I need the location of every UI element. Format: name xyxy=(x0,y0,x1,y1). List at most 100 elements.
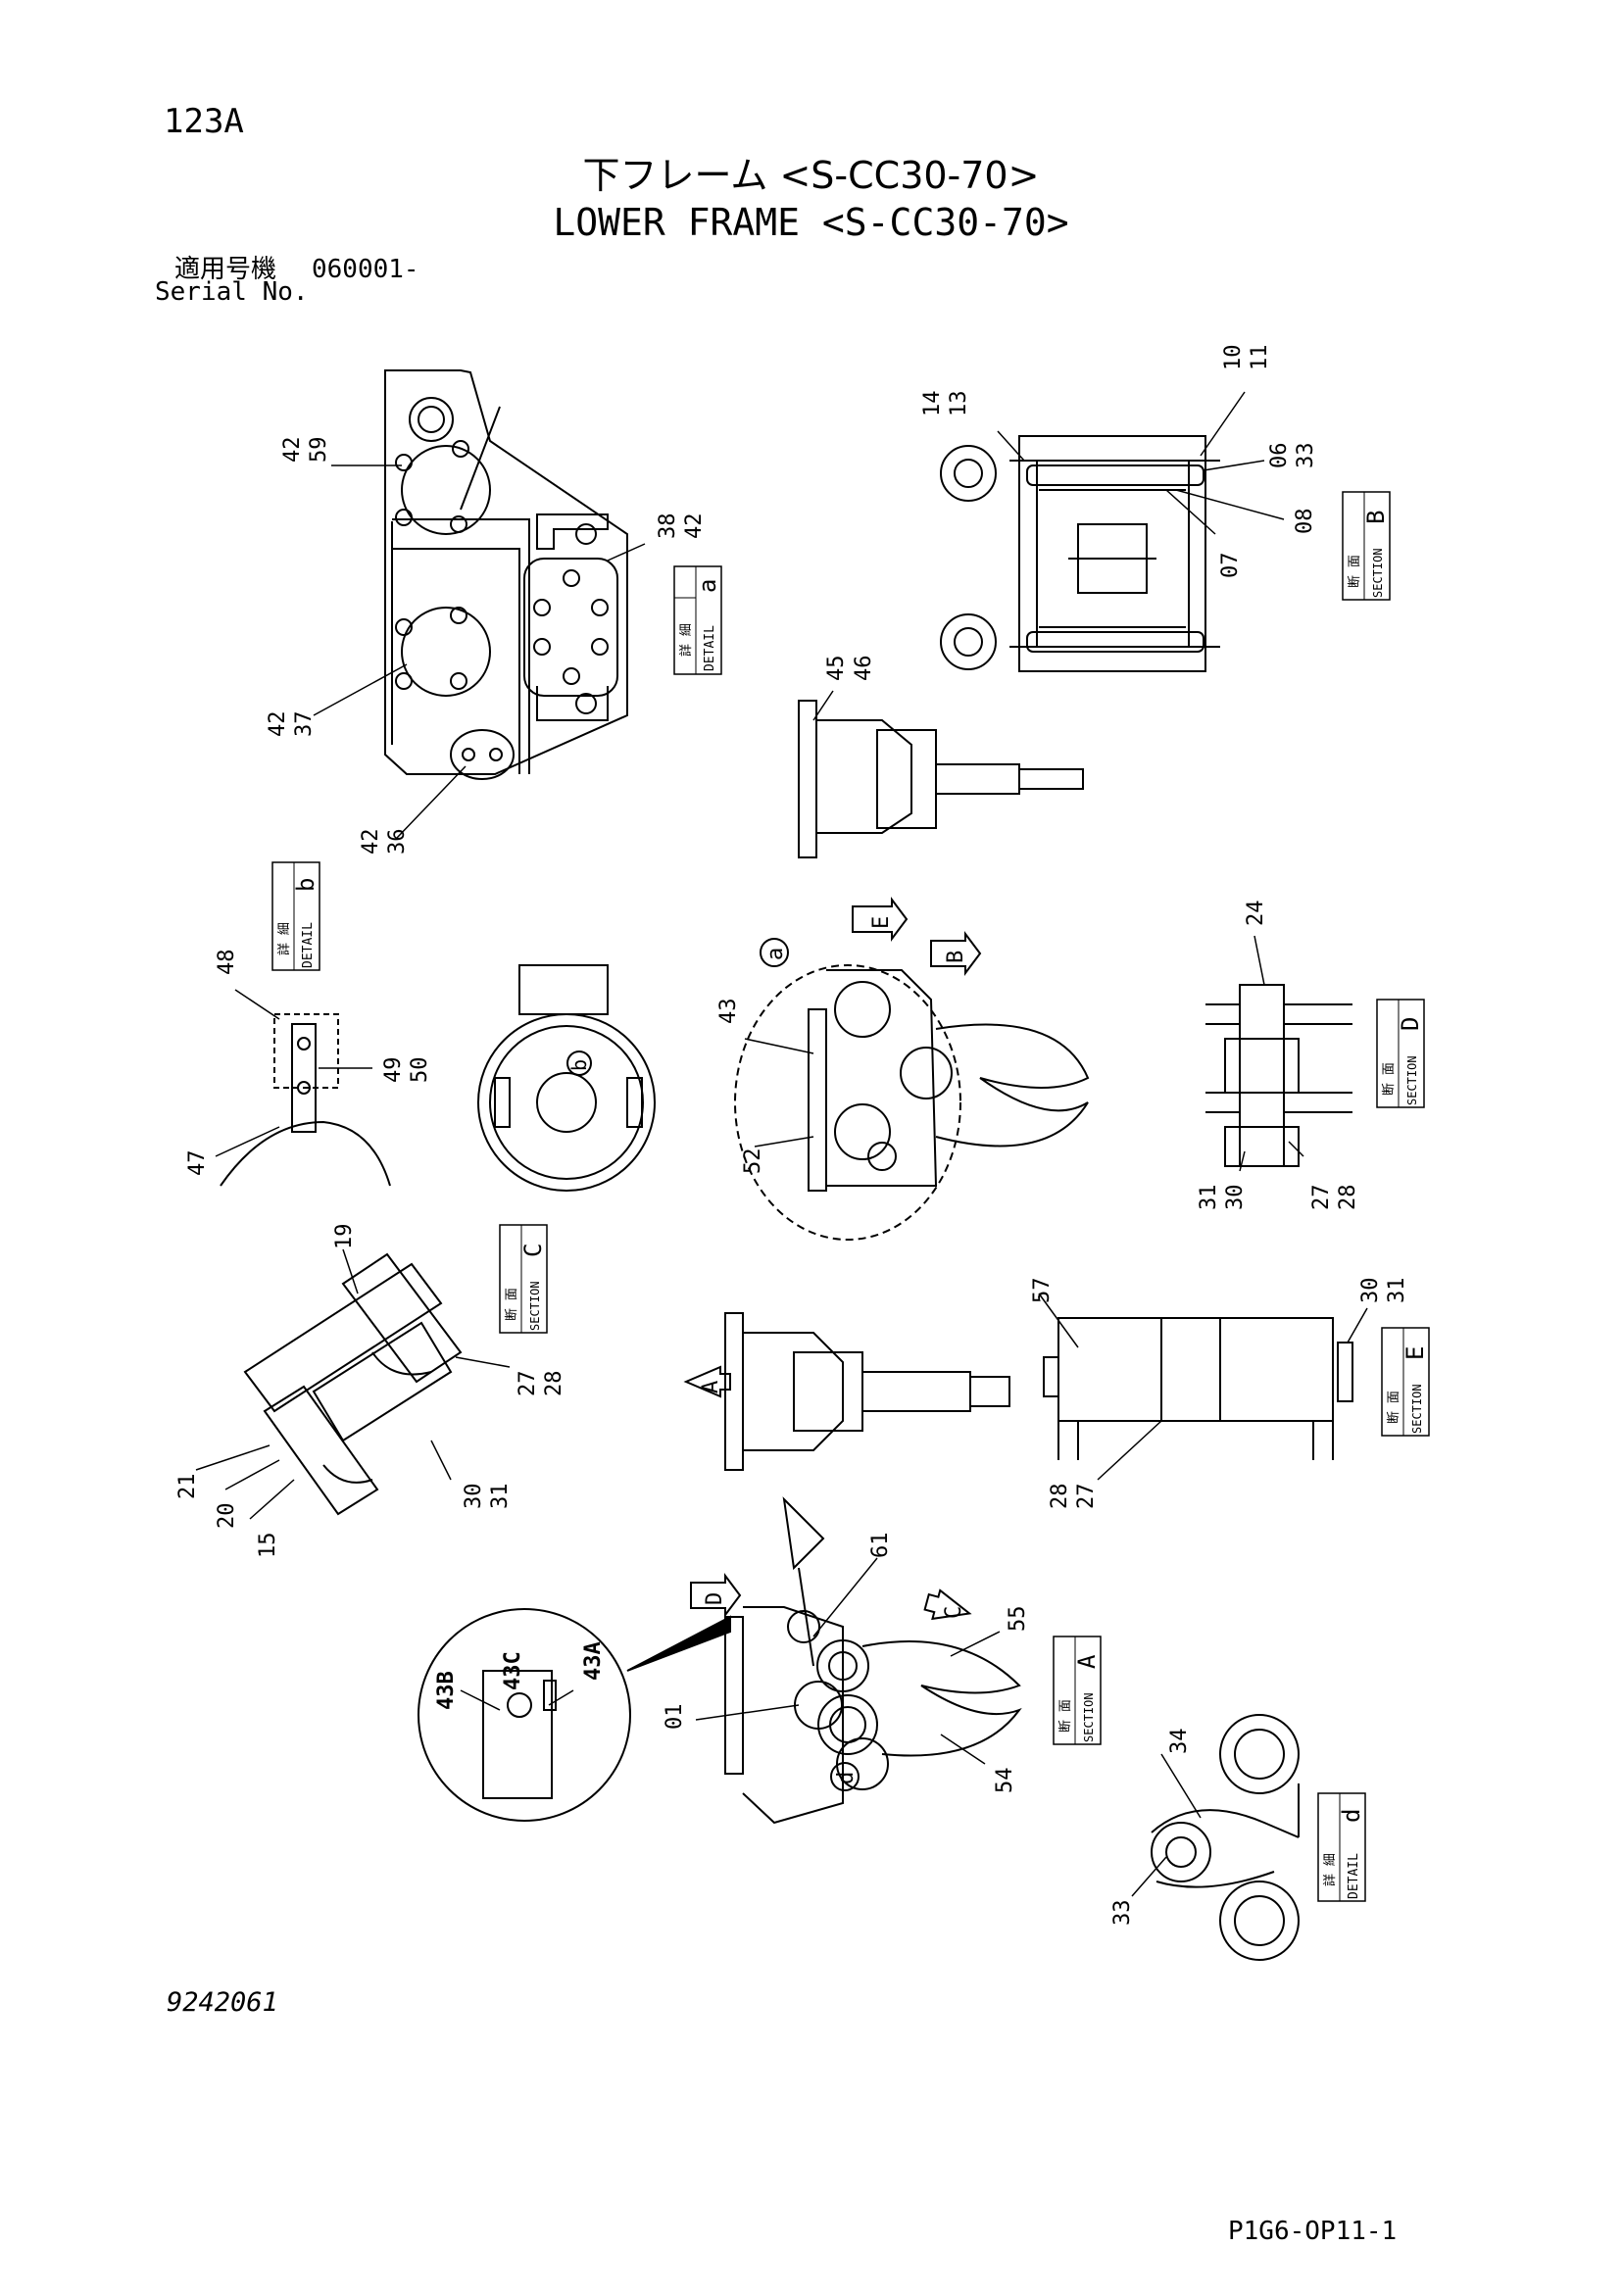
section-a-jaw-view xyxy=(724,1496,1022,1825)
part-label: 19 xyxy=(332,1224,357,1250)
part-label: 10 xyxy=(1221,345,1246,371)
section-e-view xyxy=(1043,1317,1353,1460)
part-label: 27 xyxy=(1074,1484,1099,1510)
section-c-tag-letter: C xyxy=(519,1244,547,1257)
detail-d-tag-letter: d xyxy=(1338,1809,1365,1823)
view-marker-d: d xyxy=(834,1772,859,1784)
view-arrow-D-letter: D xyxy=(703,1592,727,1605)
part-label: 15 xyxy=(256,1533,280,1559)
section-e-tag-jp: 断 面 xyxy=(1387,1391,1401,1424)
view-arrow-C-letter: C xyxy=(942,1606,966,1619)
part-label: 31 xyxy=(1197,1185,1221,1211)
magnified-inset xyxy=(418,1608,731,1822)
view-arrow-B: B xyxy=(930,931,982,976)
serial-label-japanese: 適用号機 xyxy=(174,255,277,284)
detail-d-leader-lines xyxy=(1131,1753,1202,1897)
section-d-tag-jp: 断 面 xyxy=(1382,1062,1397,1096)
part-labels: 42 59 38 42 42 37 42 36 14 13 10 11 06 3… xyxy=(175,345,1409,1927)
view-arrow-E-letter: E xyxy=(869,916,894,929)
view-arrow-D: D xyxy=(690,1573,742,1618)
detail-d-tag: 詳 細 DETAIL d xyxy=(1317,1792,1366,1902)
view-arrow-C: C xyxy=(923,1588,972,1621)
detail-d-tag-en: DETAIL xyxy=(1347,1853,1361,1899)
part-label: 33 xyxy=(1110,1900,1135,1927)
section-c-tag: 断 面 SECTION C xyxy=(499,1224,548,1334)
part-label: 33 xyxy=(1294,443,1318,469)
round-shell-view xyxy=(477,964,656,1192)
section-c-tag-jp: 断 面 xyxy=(505,1288,519,1321)
part-label: 36 xyxy=(385,829,410,855)
detail-a-tag-jp: 詳 細 xyxy=(678,623,694,657)
part-label: 37 xyxy=(292,711,317,738)
inset-leader-lines xyxy=(460,1689,574,1711)
part-label: 28 xyxy=(1336,1185,1360,1211)
view-marker-a: a xyxy=(763,948,788,960)
part-label: 42 xyxy=(682,513,707,540)
section-c-tag-en: SECTION xyxy=(528,1281,542,1331)
part-label: 01 xyxy=(663,1704,687,1731)
section-d-leader-lines xyxy=(1239,935,1304,1172)
part-label: 13 xyxy=(947,391,971,417)
part-label: 21 xyxy=(175,1474,200,1500)
section-e-tag: 断 面 SECTION E xyxy=(1381,1327,1430,1437)
serial-number-value: 060001- xyxy=(312,255,419,284)
detail-a-leader-lines xyxy=(313,464,646,839)
bracket-leader-lines xyxy=(812,690,834,721)
section-a-tag-jp: 断 面 xyxy=(1058,1699,1073,1733)
part-label: 27 xyxy=(516,1371,540,1397)
section-a-tag-letter: A xyxy=(1073,1654,1101,1669)
view-marker-b: b xyxy=(567,1059,591,1071)
section-a-leader-lines xyxy=(695,1557,1001,1765)
detail-d-view xyxy=(1151,1714,1300,1961)
part-label: 42 xyxy=(266,711,290,738)
part-label: 42 xyxy=(280,437,305,464)
view-arrow-A-letter: A xyxy=(699,1381,723,1393)
section-b-tag: 断 面 SECTION B xyxy=(1342,491,1391,601)
part-label: 50 xyxy=(408,1057,432,1084)
detail-b-tag-jp: 詳 細 xyxy=(276,922,292,955)
section-b-leader-lines xyxy=(997,391,1285,535)
part-label: 61 xyxy=(868,1533,893,1559)
part-label: 54 xyxy=(993,1768,1017,1794)
detail-a-tag: 詳 細 DETAIL a xyxy=(673,565,722,675)
part-label: 43A xyxy=(581,1641,606,1681)
section-a-tag-en: SECTION xyxy=(1082,1692,1096,1742)
part-label: 27 xyxy=(1309,1185,1334,1211)
part-label: 11 xyxy=(1248,345,1272,371)
drawing-number: 9242061 xyxy=(167,1987,278,2018)
part-label: 38 xyxy=(656,513,680,540)
part-label: 06 xyxy=(1267,443,1292,469)
section-e-leader-lines xyxy=(1038,1293,1368,1481)
part-label: 30 xyxy=(462,1484,486,1510)
view-arrow-B-letter: B xyxy=(944,951,968,963)
center-leader-lines xyxy=(744,1038,814,1148)
part-label: 31 xyxy=(488,1484,513,1510)
part-label: 30 xyxy=(1358,1278,1383,1304)
view-marker-a-circle: a xyxy=(760,938,789,967)
section-a-tag: 断 面 SECTION A xyxy=(1053,1636,1102,1745)
part-label: 34 xyxy=(1167,1729,1192,1755)
view-arrow-A: A xyxy=(683,1365,731,1398)
part-label: 46 xyxy=(852,656,876,682)
section-b-tag-letter: B xyxy=(1362,511,1390,524)
part-label: 57 xyxy=(1030,1278,1055,1304)
detail-d-tag-jp: 詳 細 xyxy=(1322,1853,1338,1886)
sheet-code: P1G6-OP11-1 xyxy=(1228,2217,1398,2246)
part-label: 42 xyxy=(359,829,383,855)
part-label: 31 xyxy=(1385,1278,1409,1304)
bracket-side-view xyxy=(798,700,1084,858)
section-d-tag-en: SECTION xyxy=(1405,1055,1419,1105)
part-label: 48 xyxy=(215,950,239,976)
part-label: 14 xyxy=(920,391,945,417)
section-d-tag: 断 面 SECTION D xyxy=(1376,999,1425,1108)
part-label: 45 xyxy=(824,656,849,682)
title-english: LOWER FRAME <S-CC30-70> xyxy=(553,201,1069,244)
detail-b-tag-letter: b xyxy=(292,878,319,892)
center-side-view xyxy=(734,964,1090,1241)
section-e-tag-en: SECTION xyxy=(1410,1384,1424,1434)
part-label: 52 xyxy=(741,1148,765,1175)
part-label: 24 xyxy=(1244,901,1268,927)
part-label: 55 xyxy=(1006,1606,1030,1633)
part-label: 07 xyxy=(1218,553,1243,579)
